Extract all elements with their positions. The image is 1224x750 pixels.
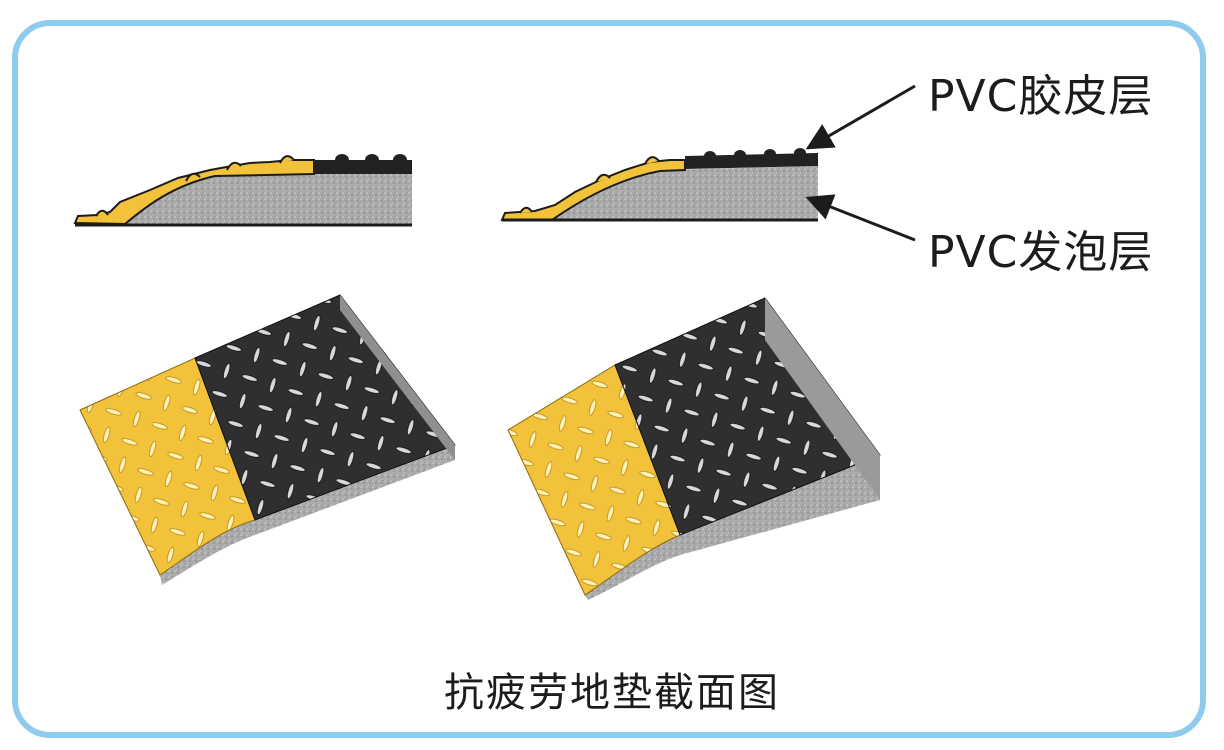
black-top-right [685,153,818,169]
diagram-caption: 抗疲劳地垫截面图 [444,670,780,716]
arrow-to-foam-layer [805,194,916,242]
label-pvc-skin-layer: PVC胶皮层 [928,71,1154,122]
yellow-edge-right [500,159,686,221]
mat-right-front-side [585,455,880,600]
mat-right-right-side [765,298,880,500]
cross-section-left [73,154,412,227]
cross-section-right [500,148,818,222]
yellow-bumps-right [519,156,660,214]
yellow-bumps-left [95,155,295,217]
mat-3d-left [79,294,456,585]
mat-3d-right [507,297,881,600]
foam-layer-left [125,173,412,225]
arrow-to-top-layer [805,84,916,150]
black-bumps-right [704,148,806,161]
mat-left-front-side [160,445,455,585]
black-bumps-left [335,154,407,166]
foam-layer-right [550,166,818,220]
label-pvc-foam-layer: PVC发泡层 [928,227,1154,278]
yellow-edge-left [73,159,315,226]
mat-left-right-side [340,295,455,460]
